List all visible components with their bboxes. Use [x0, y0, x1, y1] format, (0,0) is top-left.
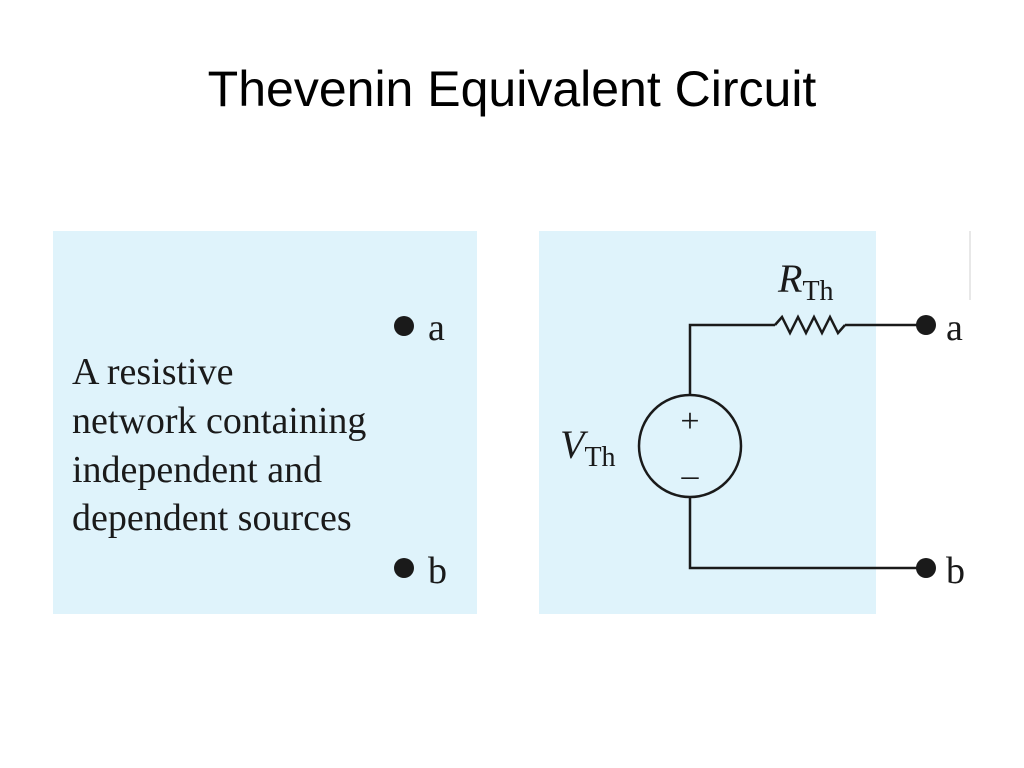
thevenin-terminal-a-dot: [916, 315, 936, 335]
source-plus-sign: +: [680, 403, 699, 440]
network-box: [53, 231, 477, 614]
source-minus-sign: –: [681, 457, 700, 494]
network-terminal-b-dot: [394, 558, 414, 578]
resistor-label: RTh: [777, 256, 834, 307]
voltage-symbol: V: [560, 422, 589, 467]
thevenin-panel: + – VTh RTh a b: [539, 231, 971, 614]
network-terminal-b-label: b: [428, 550, 447, 592]
bottom-wire: [688, 497, 925, 570]
top-wire-left: [688, 323, 775, 395]
network-description-line-1: A resistive: [72, 351, 233, 393]
thevenin-terminal-a-label: a: [946, 307, 963, 349]
network-terminal-a-label: a: [428, 307, 445, 349]
voltage-subscript: Th: [584, 442, 615, 473]
voltage-label: VTh: [560, 422, 616, 473]
slide-title: Thevenin Equivalent Circuit: [207, 61, 817, 117]
network-terminal-a-dot: [394, 316, 414, 336]
network-description-line-3: independent and: [72, 449, 322, 491]
voltage-source-icon: [637, 393, 743, 499]
thevenin-terminal-b-dot: [916, 558, 936, 578]
resistor-zigzag: [774, 314, 846, 336]
network-description-line-2: network containing: [72, 400, 366, 442]
resistor-symbol: R: [777, 256, 802, 301]
thevenin-terminal-b-label: b: [946, 550, 965, 592]
resistor-subscript: Th: [802, 276, 833, 307]
network-panel: A resistive network containing independe…: [53, 231, 477, 614]
network-description-line-4: dependent sources: [72, 497, 352, 539]
